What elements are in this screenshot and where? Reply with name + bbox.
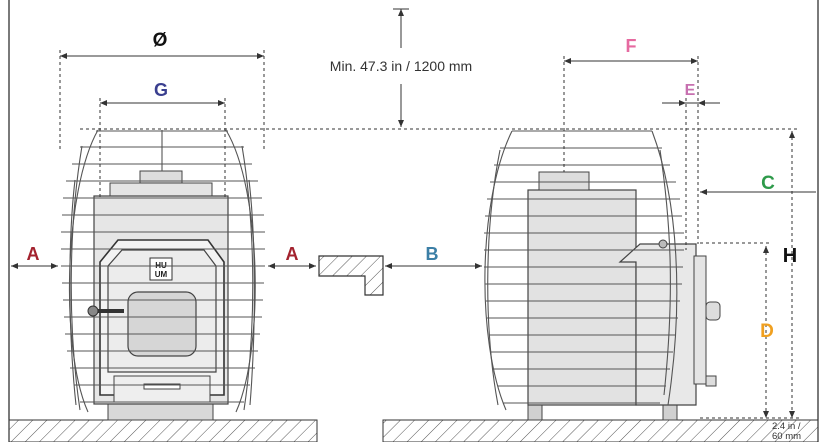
side-view-heater — [484, 130, 721, 421]
side-lower-knob — [705, 375, 717, 387]
label-f: F — [626, 36, 637, 56]
side-cage-rings — [484, 130, 684, 404]
label-c: C — [761, 173, 775, 194]
side-handle — [705, 301, 721, 321]
label-e: E — [685, 82, 696, 99]
label-min-height: Min. 47.3 in / 1200 mm — [330, 58, 472, 74]
logo-line-2: UM — [155, 270, 168, 279]
label-a-right: A — [286, 244, 299, 264]
side-top-knob — [658, 239, 668, 249]
front-handle-knob — [87, 305, 99, 317]
label-g: G — [154, 80, 168, 100]
front-view-heater: HU UM — [61, 129, 265, 421]
wall-section-block — [318, 255, 384, 296]
front-cage-rings — [61, 130, 265, 403]
huum-logo-box — [149, 257, 173, 281]
label-b: B — [426, 244, 439, 264]
front-ash-drawer-slot — [143, 383, 181, 390]
label-h: H — [783, 245, 797, 267]
front-door-glass — [127, 291, 197, 357]
side-door-panel — [693, 255, 707, 385]
label-diameter: Ø — [153, 30, 168, 51]
front-base — [107, 403, 214, 421]
label-a-left: A — [27, 244, 40, 264]
side-chimney-collar — [538, 171, 590, 191]
front-stone-cage — [68, 129, 256, 413]
label-gap-line-1: 2.4 in / — [772, 421, 801, 432]
left-floor-hatch — [8, 419, 318, 442]
dimension-arrowheads — [11, 9, 795, 418]
right-floor-hatch — [382, 419, 819, 442]
label-d: D — [760, 321, 774, 342]
label-gap-line-2: 60 mm — [772, 431, 801, 442]
side-main-body — [527, 189, 637, 406]
